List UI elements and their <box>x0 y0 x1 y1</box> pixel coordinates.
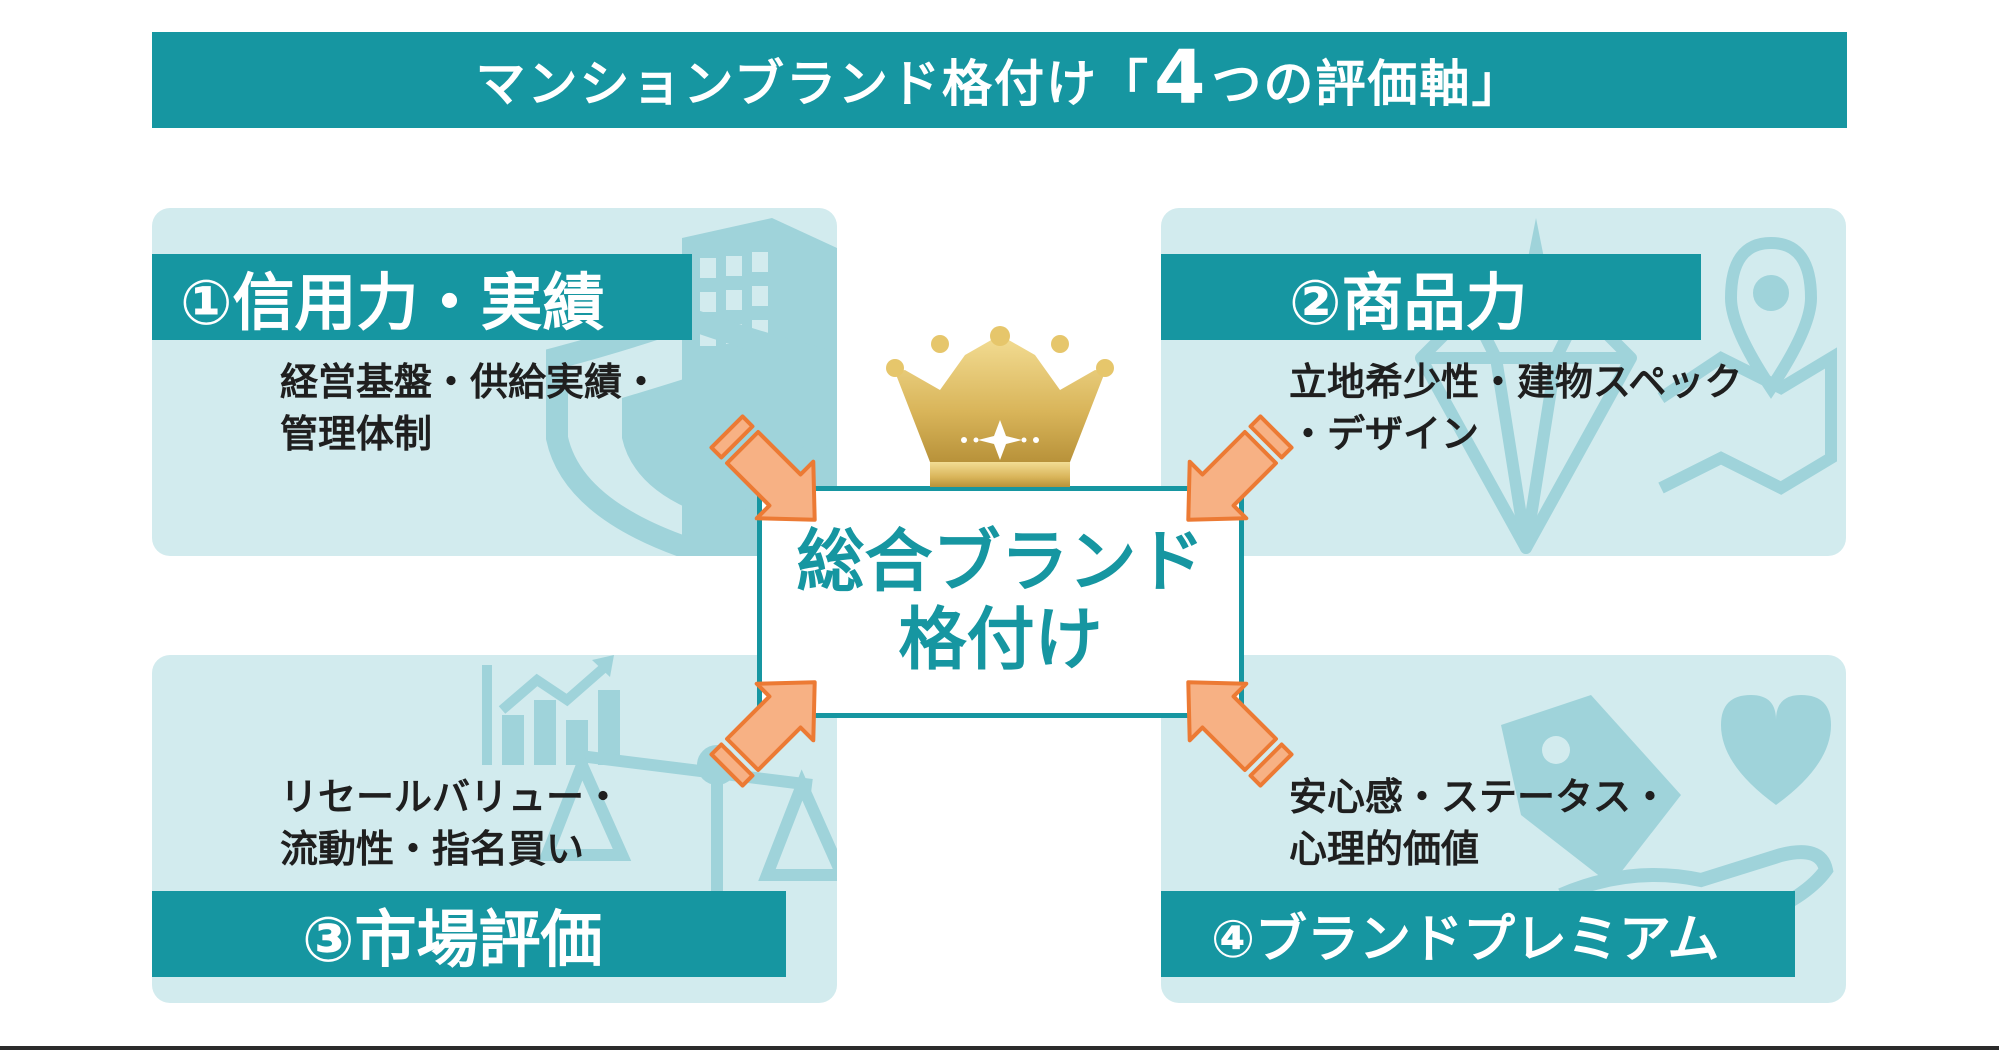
panel-credibility: ①信用力・実績 経営基盤・供給実績・ 管理体制 <box>152 208 837 556</box>
crown-icon <box>886 326 1114 487</box>
overall-rating-line2: 格付け <box>898 601 1103 680</box>
panel-4-description: 安心感・ステータス・ 心理的価値 <box>1289 775 1670 871</box>
bottom-divider <box>0 1046 1999 1050</box>
panel-1-label: ①信用力・実績 <box>152 254 692 340</box>
panel-4-label: ④ブランドプレミアム <box>1161 891 1795 977</box>
bar-chart-icon <box>482 655 620 765</box>
title-number: 4 <box>1154 35 1208 121</box>
overall-rating-line1: 総合ブランド <box>796 523 1205 602</box>
panel-2-label: ②商品力 <box>1161 254 1701 340</box>
panel-market: ③市場評価 リセールバリュー・ 流動性・指名買い <box>152 655 837 1003</box>
panel-4-watermark <box>1501 695 1834 952</box>
panel-product: ②商品力 立地希少性・建物スペック ・デザイン <box>1161 208 1846 556</box>
panel-3-description: リセールバリュー・ 流動性・指名買い <box>280 775 623 871</box>
shield-inner <box>622 378 687 508</box>
price-tag-icon <box>1501 695 1681 885</box>
title-suffix: つの評価軸」 <box>1211 55 1524 113</box>
title-prefix: マンションブランド格付け「 <box>475 55 1150 113</box>
heart-hand-icon <box>1721 695 1831 805</box>
panel-1-description: 経営基盤・供給実績・ 管理体制 <box>280 360 661 456</box>
panel-2-description: 立地希少性・建物スペック ・デザイン <box>1289 360 1743 456</box>
map-pin-icon <box>1657 236 1837 495</box>
overall-rating-box: 総合ブランド 格付け <box>757 486 1244 718</box>
panel-brand-premium: ④ブランドプレミアム 安心感・ステータス・ 心理的価値 <box>1161 655 1846 1003</box>
panel-3-label: ③市場評価 <box>152 891 786 977</box>
